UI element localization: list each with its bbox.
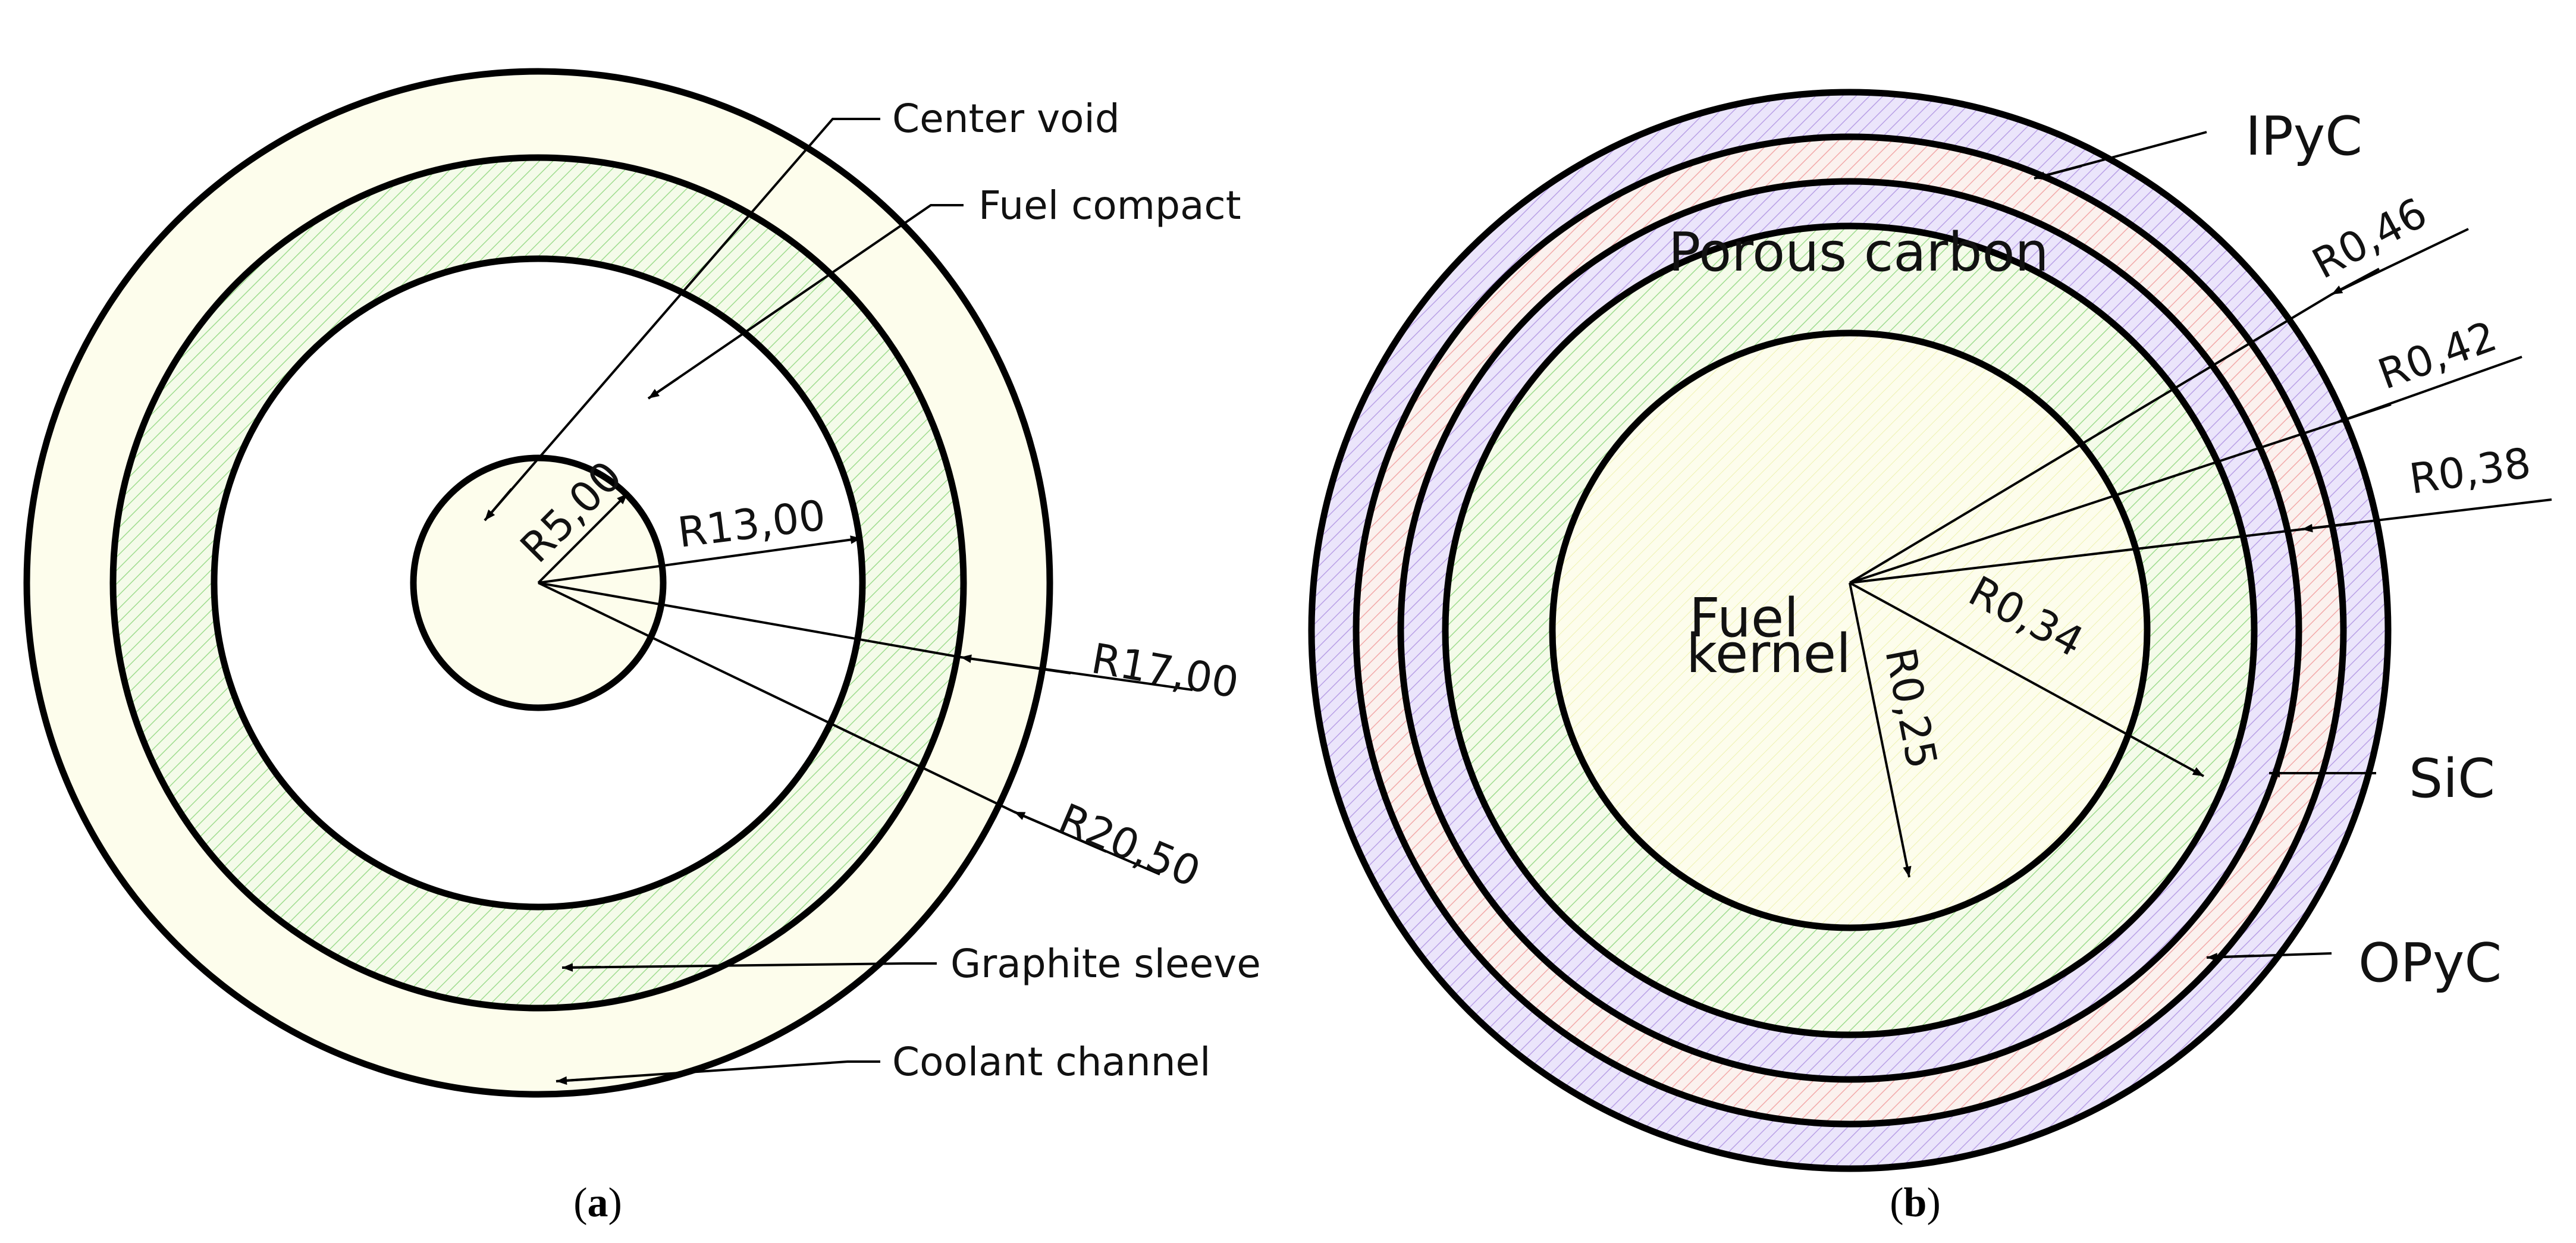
dim-arrow-r-sleeve (960, 654, 1071, 674)
label-porous-carbon: Porous carbon (1668, 221, 2049, 284)
label-sic: SiC (2409, 748, 2495, 810)
dim-arrow-r-channel (1014, 811, 1107, 853)
arrow-ipyc (2034, 165, 2082, 180)
dim-line-r-kernel (1849, 582, 1912, 878)
label-fuel-compact: Fuel compact (978, 183, 1241, 228)
arrow-center-void (484, 488, 513, 522)
fuel-kernel (1549, 329, 2151, 931)
dim-line-r-buffer (1849, 582, 2204, 777)
dim-line-r-void (537, 492, 629, 584)
dim-text-r-sleeve: R17,00 (1088, 634, 1242, 708)
arrow-coolant-channel (556, 1076, 595, 1085)
arrow-opyc (2206, 953, 2255, 962)
arrow-graphite-sleeve (561, 963, 601, 972)
leader-coolant-channel (556, 1060, 880, 1082)
label-coolant-channel: Coolant channel (892, 1039, 1210, 1085)
dim-arrow-r-opyc (2331, 268, 2380, 296)
caption-b: (b) (1890, 1180, 1941, 1226)
panel-b-diagram: R0,25 R0,34 R0,38 R0,42 R0,46 IPyC Porou… (1308, 89, 2552, 1226)
label-opyc: OPyC (2358, 932, 2502, 994)
dim-line-r-compact (538, 535, 862, 584)
label-graphite-sleeve: Graphite sleeve (950, 941, 1261, 987)
label-fuel-kernel-line2: kernel (1686, 623, 1851, 685)
arrow-fuel-compact (647, 377, 679, 400)
label-center-void: Center void (892, 96, 1120, 142)
dim-arrow-r-ipyc (2301, 522, 2356, 533)
label-fuel-kernel-line1: Fuel (1689, 587, 1799, 649)
panel-a-diagram: R5,00 R13,00 R17,00 R20,50 Center void F… (23, 68, 1261, 1226)
leader-center-void (484, 118, 880, 522)
leader-fuel-compact (647, 204, 964, 400)
caption-a: (a) (573, 1180, 622, 1226)
dim-arrow-r-sic (2337, 403, 2392, 423)
dim-text-r-channel: R20,50 (1052, 794, 1207, 897)
dim-text-r-ipyc: R0,38 (2406, 438, 2534, 504)
leader-graphite-sleeve (561, 962, 937, 969)
label-ipyc: IPyC (2245, 105, 2362, 168)
